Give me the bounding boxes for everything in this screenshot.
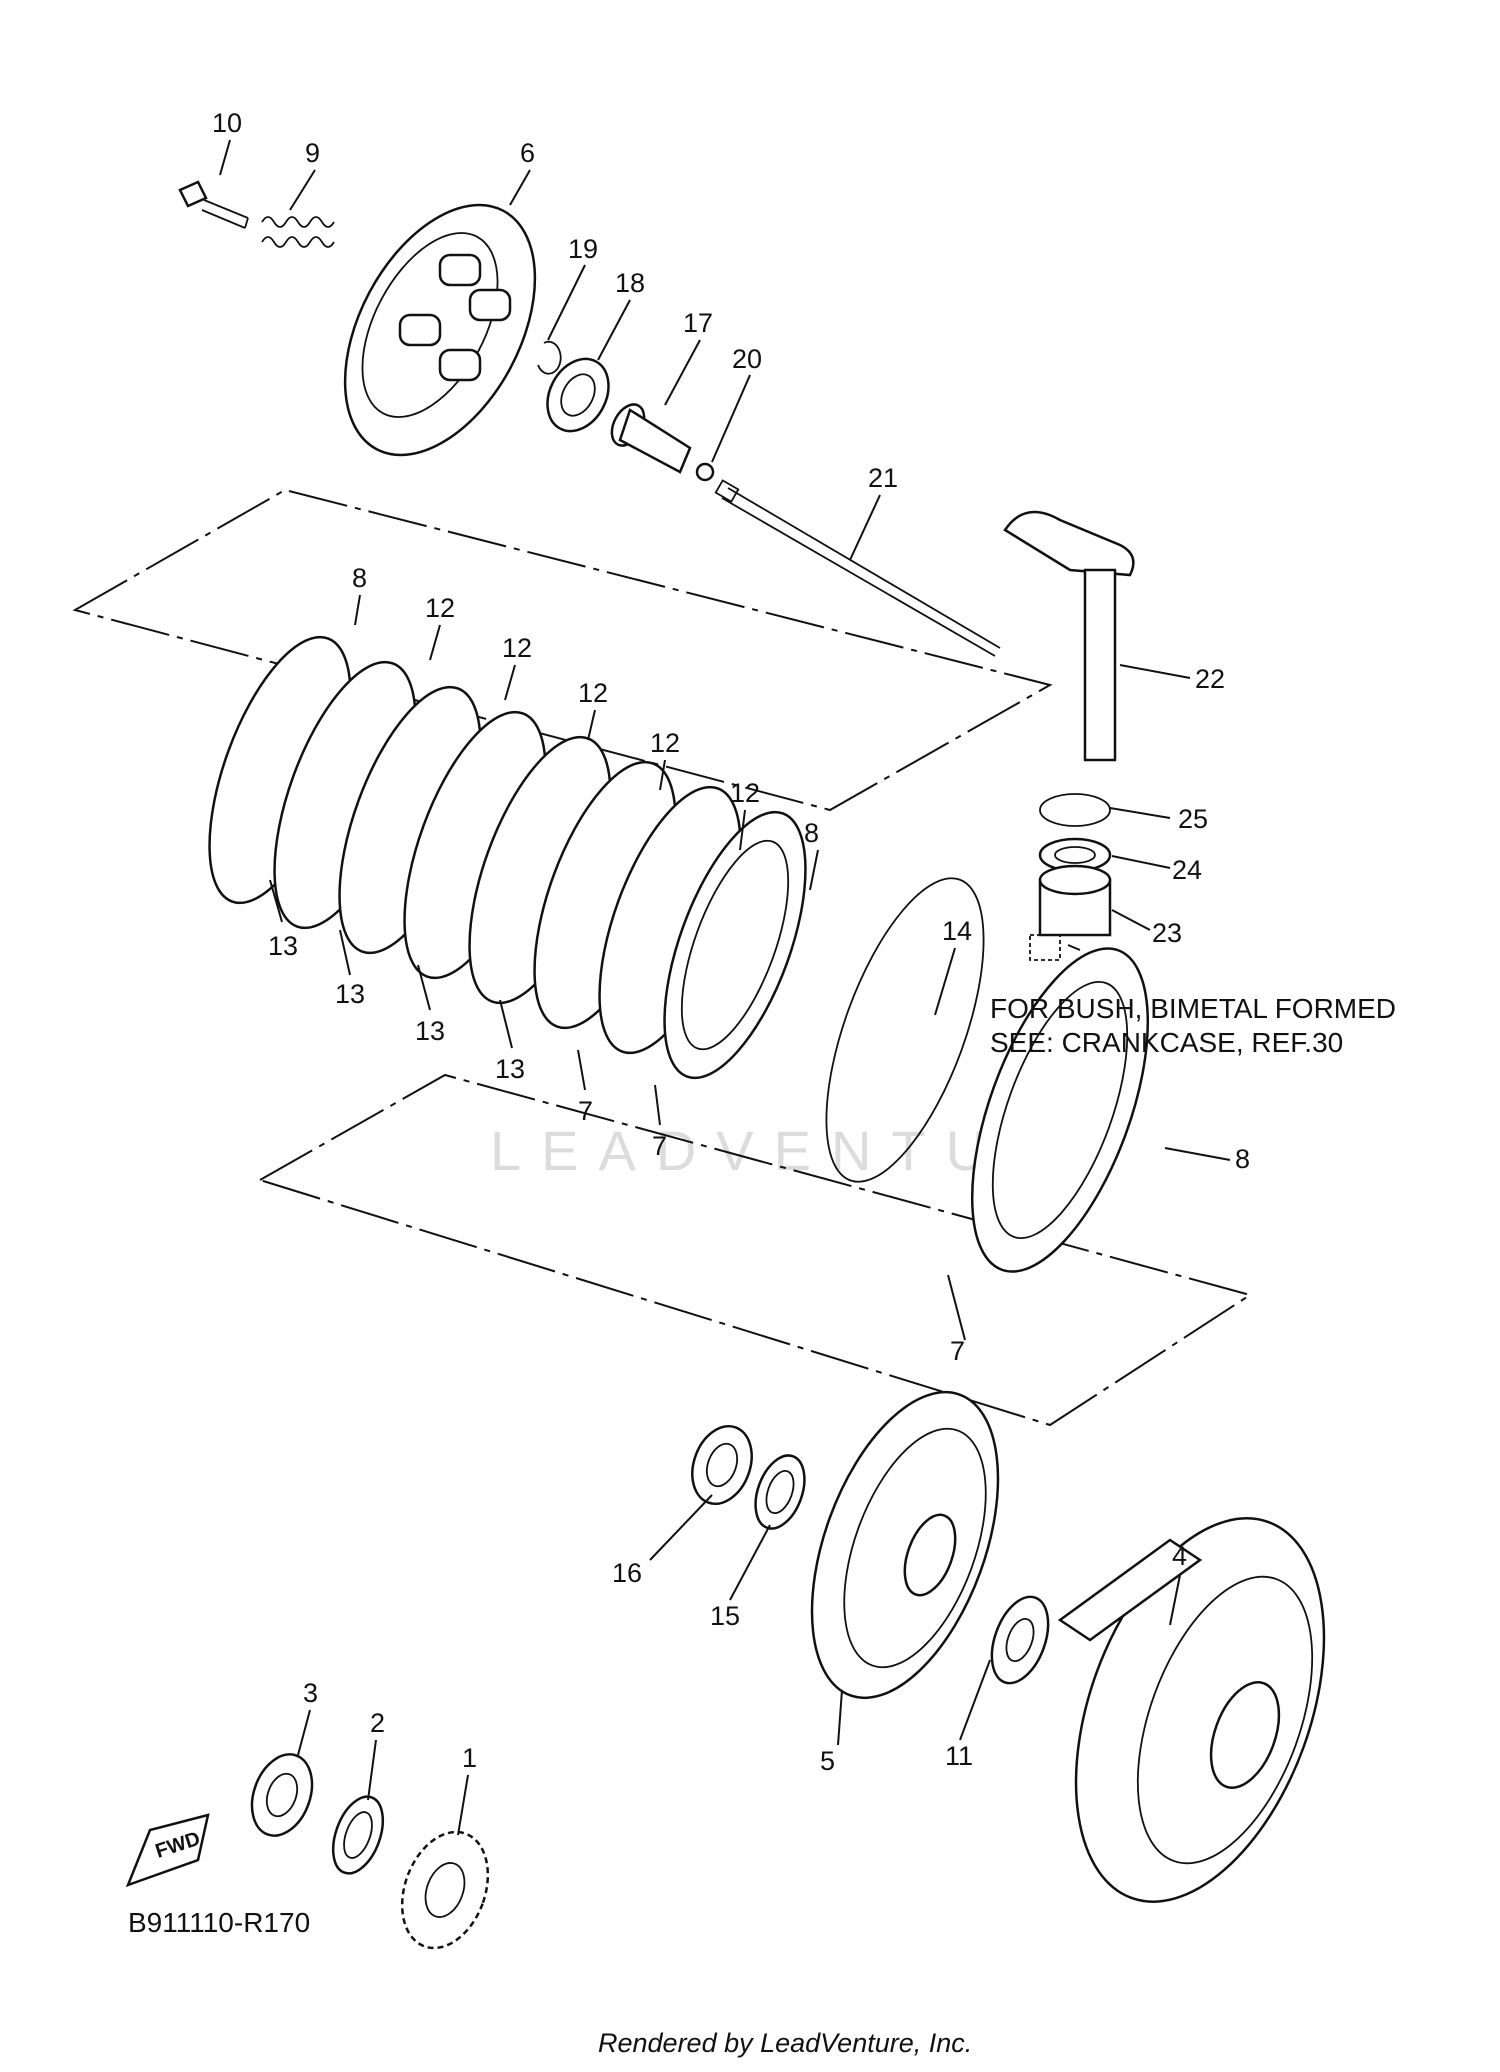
callout-21[interactable]: 21 (868, 463, 898, 493)
callout-7-1[interactable]: 7 (578, 1096, 593, 1126)
callout-9[interactable]: 9 (305, 138, 320, 168)
bush-note-line-2: SEE: CRANKCASE, REF.30 (990, 1027, 1343, 1058)
part-9-spring[interactable] (261, 216, 335, 248)
callout-8-lower[interactable]: 8 (1235, 1144, 1250, 1174)
part-25-circlip[interactable] (1039, 793, 1111, 827)
callout-7-2[interactable]: 7 (652, 1131, 667, 1161)
callout-14[interactable]: 14 (942, 916, 972, 946)
callout-8-top[interactable]: 8 (352, 563, 367, 593)
callout-15[interactable]: 15 (710, 1601, 740, 1631)
part-10-bolt[interactable] (178, 180, 249, 229)
callout-12-4[interactable]: 12 (650, 728, 680, 758)
callout-25[interactable]: 25 (1178, 804, 1208, 834)
callout-13-2[interactable]: 13 (335, 979, 365, 1009)
part-22-push-lever-shaft[interactable] (1003, 510, 1135, 762)
part-6-pressure-plate[interactable] (306, 173, 574, 487)
callout-24[interactable]: 24 (1172, 855, 1202, 885)
part-3-nut[interactable] (241, 1746, 322, 1844)
callout-11[interactable]: 11 (945, 1741, 973, 1771)
callout-6[interactable]: 6 (520, 138, 535, 168)
part-8-friction-plate[interactable] (936, 926, 1184, 1293)
callout-1[interactable]: 1 (462, 1743, 477, 1773)
callout-20[interactable]: 20 (732, 344, 762, 374)
part-24-oil-seal[interactable] (1038, 837, 1112, 873)
diagram-code: B911110-R170 (128, 1907, 310, 1938)
callout-8-mid[interactable]: 8 (804, 818, 819, 848)
part-21-push-rod[interactable] (714, 479, 1001, 657)
part-23-bearing[interactable] (1038, 864, 1112, 937)
part-16-nut[interactable] (682, 1418, 762, 1512)
callout-12-1[interactable]: 12 (425, 593, 455, 623)
callout-4[interactable]: 4 (1172, 1541, 1187, 1571)
callout-10[interactable]: 10 (212, 108, 242, 138)
lower-plate-frame (257, 1073, 1253, 1427)
callout-5[interactable]: 5 (820, 1746, 835, 1776)
part-20-ball[interactable] (695, 462, 715, 482)
part-19-circlip[interactable] (537, 340, 562, 375)
callout-17[interactable]: 17 (683, 308, 713, 338)
callout-2[interactable]: 2 (370, 1708, 385, 1738)
callout-18[interactable]: 18 (615, 268, 645, 298)
clutch-plate-stack[interactable] (180, 620, 834, 1096)
callout-3[interactable]: 3 (303, 1678, 318, 1708)
part-15-washer[interactable] (746, 1449, 813, 1535)
render-credit: Rendered by LeadVenture, Inc. (598, 2028, 972, 2058)
callout-13-1[interactable]: 13 (268, 931, 298, 961)
callout-12-5[interactable]: 12 (730, 778, 760, 808)
callout-12-2[interactable]: 12 (502, 633, 532, 663)
callout-7-3[interactable]: 7 (950, 1336, 965, 1366)
callout-labels: 10 9 6 19 18 17 20 21 22 25 24 23 8 12 1… (212, 108, 1250, 1776)
callout-23[interactable]: 23 (1152, 918, 1182, 948)
bush-note-line-1: FOR BUSH, BIMETAL FORMED (990, 993, 1396, 1024)
callout-19[interactable]: 19 (568, 234, 598, 264)
callout-13-3[interactable]: 13 (415, 1016, 445, 1046)
part-1-primary-drive-gear[interactable] (387, 1820, 503, 1960)
leader-lines (219, 139, 1231, 1836)
bush-reference (1029, 934, 1081, 961)
callout-12-3[interactable]: 12 (578, 678, 608, 708)
callout-22[interactable]: 22 (1195, 664, 1225, 694)
part-4-clutch-housing[interactable] (1028, 1484, 1372, 1935)
part-11-lock-washer[interactable] (981, 1589, 1059, 1691)
part-5-clutch-boss[interactable] (775, 1367, 1035, 1722)
part-18-bearing[interactable] (535, 348, 620, 441)
fwd-direction-badge: FWD (125, 1813, 210, 1888)
part-2-washer[interactable] (324, 1790, 393, 1880)
part-17-push-rod[interactable] (605, 399, 692, 474)
part-14-wire-circlip[interactable] (794, 859, 1016, 1201)
callout-13-4[interactable]: 13 (495, 1054, 525, 1084)
callout-16[interactable]: 16 (612, 1558, 642, 1588)
